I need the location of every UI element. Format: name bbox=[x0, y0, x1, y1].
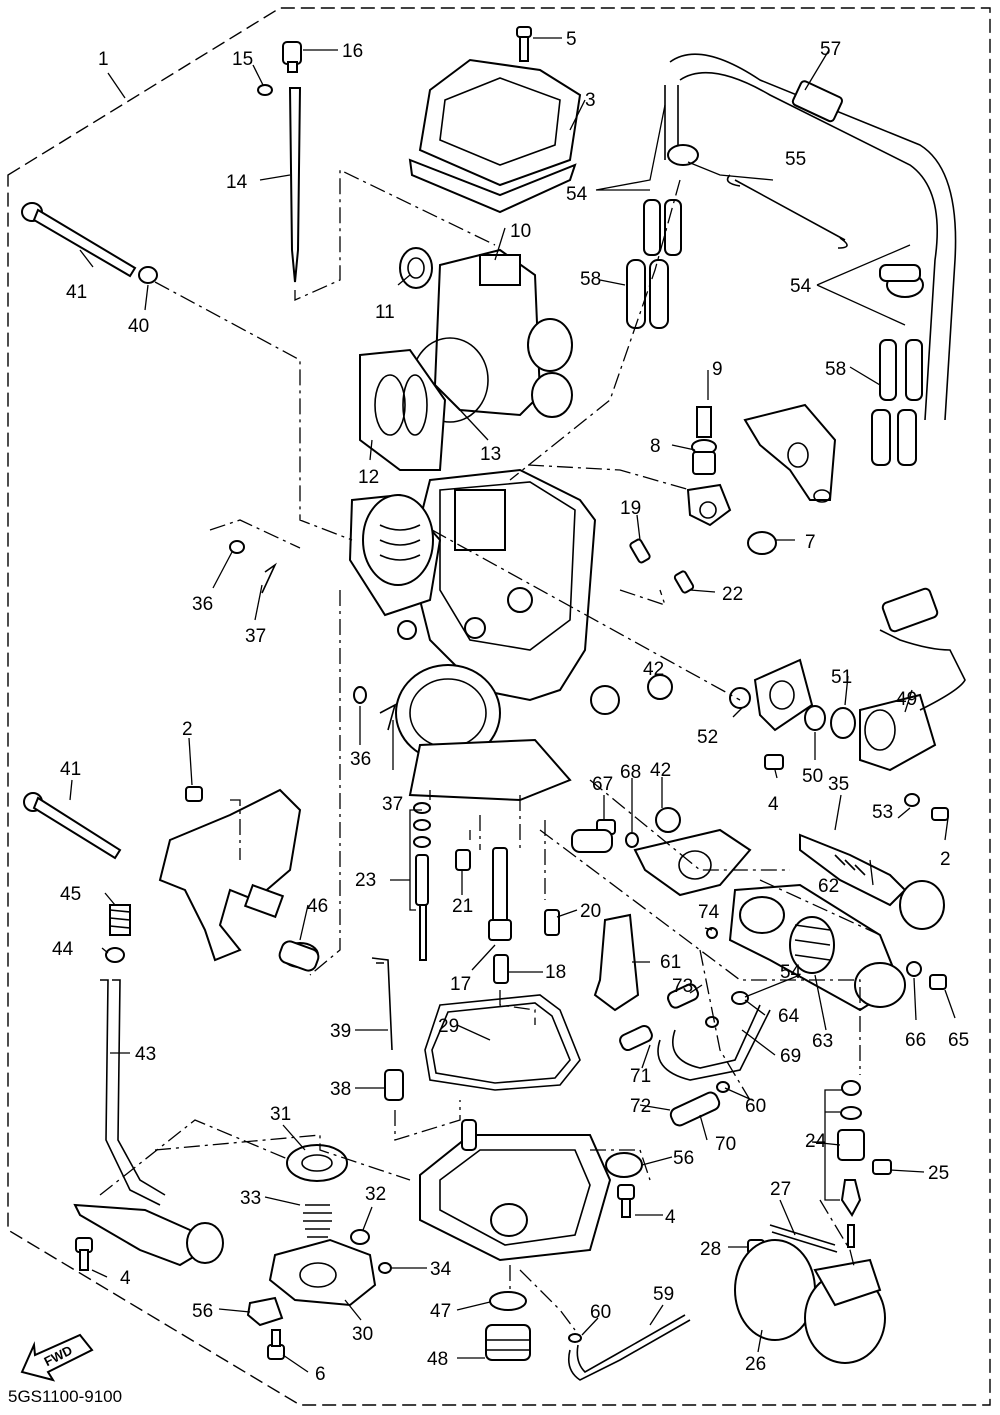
assembly-lines bbox=[99, 168, 881, 1331]
part-label-36a: 36 bbox=[192, 594, 213, 615]
part-label-2a: 2 bbox=[940, 849, 951, 870]
part-label-12: 12 bbox=[358, 467, 379, 488]
part-label-49: 49 bbox=[896, 689, 917, 710]
part-label-16: 16 bbox=[342, 41, 363, 62]
part-label-2b: 2 bbox=[182, 719, 193, 740]
part-label-4b: 4 bbox=[665, 1207, 676, 1228]
part-label-9: 9 bbox=[712, 359, 723, 380]
part-label-27: 27 bbox=[770, 1179, 791, 1200]
part-label-42a: 42 bbox=[643, 659, 664, 680]
assembly-boundary bbox=[7, 7, 991, 1406]
part-label-71: 71 bbox=[630, 1066, 651, 1087]
part-label-61: 61 bbox=[660, 952, 681, 973]
parts-layer bbox=[20, 26, 966, 1382]
part-label-23: 23 bbox=[355, 870, 376, 891]
part-label-32: 32 bbox=[365, 1184, 386, 1205]
part-label-7: 7 bbox=[805, 532, 816, 553]
part-label-59: 59 bbox=[653, 1284, 674, 1305]
part-label-26: 26 bbox=[745, 1354, 766, 1375]
part-label-58a: 58 bbox=[580, 269, 601, 290]
part-label-37b: 37 bbox=[382, 794, 403, 815]
part-label-62: 62 bbox=[818, 876, 839, 897]
part-label-60a: 60 bbox=[745, 1096, 766, 1117]
part-label-54c: 54 bbox=[780, 962, 802, 983]
part-label-57: 57 bbox=[820, 39, 841, 60]
part-label-66: 66 bbox=[905, 1030, 926, 1051]
part-label-1: 1 bbox=[98, 49, 109, 70]
part-label-43: 43 bbox=[135, 1044, 156, 1065]
part-label-58b: 58 bbox=[825, 359, 846, 380]
part-label-54b: 54 bbox=[790, 276, 812, 297]
part-label-6: 6 bbox=[315, 1364, 326, 1385]
part-label-14: 14 bbox=[226, 172, 248, 193]
part-label-25: 25 bbox=[928, 1163, 949, 1184]
part-label-53: 53 bbox=[872, 802, 893, 823]
part-label-54a: 54 bbox=[566, 184, 588, 205]
part-label-28: 28 bbox=[700, 1239, 721, 1260]
part-label-69: 69 bbox=[780, 1046, 801, 1067]
part-label-29: 29 bbox=[438, 1016, 459, 1037]
part-label-64: 64 bbox=[778, 1006, 800, 1027]
part-label-46: 46 bbox=[307, 896, 328, 917]
part-label-31: 31 bbox=[270, 1104, 291, 1125]
part-label-38: 38 bbox=[330, 1079, 351, 1100]
part-label-45: 45 bbox=[60, 884, 81, 905]
part-label-44: 44 bbox=[52, 939, 74, 960]
part-label-11: 11 bbox=[375, 302, 395, 323]
part-label-20: 20 bbox=[580, 901, 601, 922]
part-label-21: 21 bbox=[452, 896, 473, 917]
part-label-65: 65 bbox=[948, 1030, 969, 1051]
part-label-41b: 41 bbox=[60, 759, 81, 780]
part-label-73: 73 bbox=[672, 976, 693, 997]
part-label-13: 13 bbox=[480, 444, 501, 465]
part-label-47: 47 bbox=[430, 1301, 451, 1322]
part-label-33: 33 bbox=[240, 1188, 261, 1209]
part-label-67: 67 bbox=[592, 774, 613, 795]
part-label-24: 24 bbox=[805, 1131, 827, 1152]
part-label-40: 40 bbox=[128, 316, 149, 337]
part-label-15: 15 bbox=[232, 49, 253, 70]
part-label-60b: 60 bbox=[590, 1302, 611, 1323]
part-label-52: 52 bbox=[697, 727, 718, 748]
part-label-30: 30 bbox=[352, 1324, 373, 1345]
part-label-41a: 41 bbox=[66, 282, 87, 303]
part-label-18: 18 bbox=[545, 962, 566, 983]
part-label-39: 39 bbox=[330, 1021, 351, 1042]
part-label-4c: 4 bbox=[120, 1268, 131, 1289]
part-label-3: 3 bbox=[585, 90, 596, 111]
part-label-70: 70 bbox=[715, 1134, 736, 1155]
leader-lines bbox=[69, 37, 956, 1373]
diagram-code: 5GS1100-9100 bbox=[8, 1387, 122, 1406]
part-label-55: 55 bbox=[785, 149, 806, 170]
part-labels: 1 15 16 5 3 14 41 40 11 10 12 13 54 55 5… bbox=[52, 29, 969, 1385]
part-label-51: 51 bbox=[831, 667, 852, 688]
part-label-74: 74 bbox=[698, 902, 720, 923]
part-label-48: 48 bbox=[427, 1349, 448, 1370]
part-label-37a: 37 bbox=[245, 626, 266, 647]
part-label-22: 22 bbox=[722, 584, 743, 605]
part-label-8: 8 bbox=[650, 436, 661, 457]
part-label-10: 10 bbox=[510, 221, 531, 242]
part-label-72: 72 bbox=[630, 1096, 651, 1117]
part-label-5: 5 bbox=[566, 29, 577, 50]
part-label-35: 35 bbox=[828, 774, 849, 795]
part-label-19: 19 bbox=[620, 498, 641, 519]
part-label-50: 50 bbox=[802, 766, 823, 787]
part-label-42b: 42 bbox=[650, 760, 671, 781]
part-label-34: 34 bbox=[430, 1259, 452, 1280]
part-label-56a: 56 bbox=[673, 1148, 694, 1169]
part-label-63: 63 bbox=[812, 1031, 833, 1052]
part-label-56b: 56 bbox=[192, 1301, 213, 1322]
part-label-17: 17 bbox=[450, 974, 471, 995]
part-label-36b: 36 bbox=[350, 749, 371, 770]
part-label-68: 68 bbox=[620, 762, 641, 783]
part-label-4a: 4 bbox=[768, 794, 779, 815]
